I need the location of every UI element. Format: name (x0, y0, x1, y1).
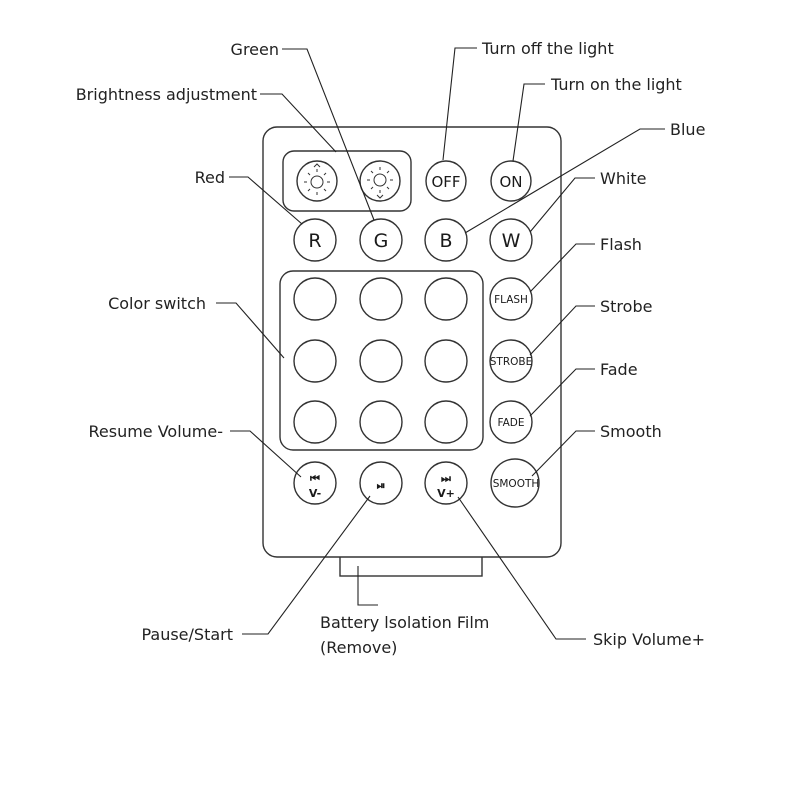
skip-back-icon: ⏮ (310, 472, 320, 485)
previous-volume-down-button[interactable]: ⏮ V- (293, 461, 337, 505)
color-switch-button[interactable] (359, 339, 403, 383)
label-battery-line1: Battery lsolation Film (320, 613, 489, 632)
red-button[interactable]: R (293, 218, 337, 262)
volume-down-label: V- (309, 487, 321, 500)
leader-flash (529, 243, 595, 293)
strobe-button-label: STROBE (490, 356, 532, 368)
leader-skip-volume (457, 496, 586, 640)
leader-white (529, 177, 595, 233)
brightness-up-button[interactable] (296, 160, 338, 202)
white-button-label: W (502, 230, 521, 252)
leader-turn-on (512, 83, 545, 162)
flash-button[interactable]: FLASH (489, 277, 533, 321)
label-turn-on: Turn on the light (550, 75, 682, 94)
color-switch-grid (293, 277, 468, 444)
label-pause-start: Pause/Start (141, 625, 233, 644)
play-pause-icon: ⏯ (377, 479, 386, 492)
blue-button[interactable]: B (424, 218, 468, 262)
color-switch-button[interactable] (293, 400, 337, 444)
leader-color-switch (216, 302, 285, 359)
color-switch-button[interactable] (424, 339, 468, 383)
on-button[interactable]: ON (490, 160, 532, 202)
off-button[interactable]: OFF (425, 160, 467, 202)
leader-green (282, 48, 375, 221)
on-button-label: ON (499, 173, 522, 191)
label-green: Green (231, 40, 279, 59)
label-turn-off: Turn off the light (481, 39, 614, 58)
leader-lines (216, 47, 665, 640)
label-brightness: Brightness adjustment (76, 85, 257, 104)
label-red: Red (195, 168, 225, 187)
blue-button-label: B (439, 230, 452, 252)
color-switch-button[interactable] (359, 400, 403, 444)
red-button-label: R (308, 230, 321, 252)
label-fade: Fade (600, 360, 638, 379)
color-switch-button[interactable] (293, 339, 337, 383)
leader-brightness (260, 93, 337, 153)
label-color-switch: Color switch (108, 294, 206, 313)
leader-battery (357, 566, 378, 606)
sun-down-icon (367, 167, 393, 199)
label-skip-volume: Skip Volume+ (593, 630, 705, 649)
color-switch-button[interactable] (293, 277, 337, 321)
label-strobe: Strobe (600, 297, 652, 316)
off-button-label: OFF (431, 173, 460, 191)
strobe-button[interactable]: STROBE (489, 339, 533, 383)
smooth-button-label: SMOOTH (493, 478, 540, 490)
label-smooth: Smooth (600, 422, 662, 441)
label-battery-line2: (Remove) (320, 638, 397, 657)
green-button[interactable]: G (359, 218, 403, 262)
green-button-label: G (374, 230, 389, 252)
color-switch-button[interactable] (424, 277, 468, 321)
color-switch-button[interactable] (424, 400, 468, 444)
leader-red (229, 176, 303, 225)
label-blue: Blue (670, 120, 705, 139)
brightness-down-button[interactable] (359, 160, 401, 202)
leader-turn-off (442, 47, 477, 161)
leader-resume-volume (230, 430, 302, 478)
leader-pause-start (242, 495, 371, 635)
leader-strobe (529, 305, 595, 356)
skip-forward-icon: ⏭ (441, 472, 451, 485)
leader-fade (529, 368, 595, 417)
fade-button-label: FADE (498, 417, 525, 429)
callout-labels: Green Turn off the light Turn on the lig… (76, 39, 706, 657)
volume-up-label: V+ (437, 487, 455, 500)
next-volume-up-button[interactable]: ⏭ V+ (424, 461, 468, 505)
flash-button-label: FLASH (494, 294, 528, 306)
color-switch-button[interactable] (359, 277, 403, 321)
leader-blue (464, 128, 665, 234)
label-flash: Flash (600, 235, 642, 254)
leader-smooth (531, 430, 595, 477)
sun-up-icon (304, 163, 330, 195)
fade-button[interactable]: FADE (489, 400, 533, 444)
smooth-button[interactable]: SMOOTH (490, 458, 540, 508)
label-resume-volume: Resume Volume- (88, 422, 223, 441)
white-button[interactable]: W (489, 218, 533, 262)
label-white: White (600, 169, 647, 188)
play-pause-button[interactable]: ⏯ (359, 461, 403, 505)
